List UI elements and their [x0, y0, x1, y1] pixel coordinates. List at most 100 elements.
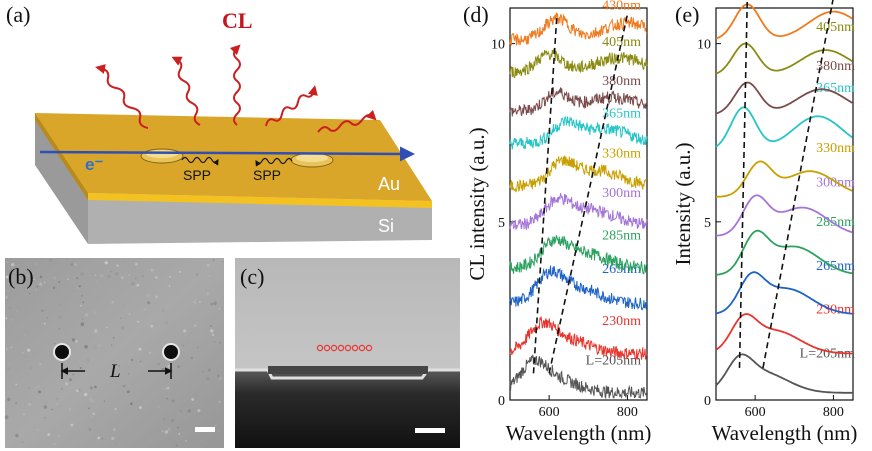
sem-speckle	[34, 426, 36, 428]
y-tick-label: 0	[704, 394, 711, 409]
hole-left-inner	[146, 150, 178, 158]
sem-speckle	[72, 374, 74, 376]
sem-speckle	[119, 317, 122, 319]
sem-substrate-c	[235, 370, 460, 448]
series-line	[715, 229, 853, 276]
sem-speckle	[80, 322, 85, 326]
sem-speckle	[93, 345, 97, 350]
cross-section-cavity	[268, 366, 428, 374]
sem-speckle	[169, 278, 171, 280]
series-label: L=205nm	[800, 346, 855, 361]
sem-speckle	[13, 273, 15, 276]
sem-speckle	[78, 284, 81, 288]
sem-speckle	[157, 402, 159, 404]
sem-speckle	[82, 301, 85, 304]
sem-speckle	[27, 345, 31, 349]
au-label: Au	[378, 174, 400, 194]
sem-speckle	[38, 390, 41, 394]
scale-bar-c	[415, 428, 445, 433]
sem-speckle	[157, 362, 161, 366]
sem-speckle	[190, 356, 193, 360]
x-axis-title: Wavelength (nm)	[712, 421, 858, 445]
series-label: 230nm	[602, 314, 641, 329]
sem-speckle	[79, 367, 82, 370]
sem-speckle	[95, 279, 100, 284]
sem-speckle	[107, 275, 111, 278]
sem-speckle	[110, 270, 112, 273]
sem-speckle	[59, 303, 62, 306]
sem-speckle	[166, 386, 170, 390]
sem-speckle	[76, 286, 80, 290]
sem-speckle	[182, 364, 186, 369]
y-tick-label: 5	[498, 216, 505, 231]
beam-position-dot	[365, 344, 373, 352]
sem-speckle	[206, 263, 210, 267]
sem-speckle	[111, 436, 115, 441]
sem-speckle	[122, 384, 126, 388]
sem-speckle	[54, 300, 58, 303]
panel-label-d: (d)	[463, 2, 489, 27]
sem-speckle	[58, 315, 62, 320]
sem-speckle	[84, 344, 88, 349]
sem-speckle	[89, 386, 93, 390]
series-line	[715, 42, 853, 75]
sem-speckle	[214, 424, 217, 427]
sem-speckle	[56, 402, 59, 406]
sem-speckle	[218, 308, 221, 310]
sem-speckle	[136, 283, 140, 287]
series-label: L=205nm	[586, 353, 641, 368]
sem-speckle	[120, 276, 124, 280]
series-label: 285nm	[816, 215, 855, 230]
panel-a: (a) CL e⁻ SPP SPP Au Si	[6, 2, 432, 244]
sem-speckle	[116, 264, 119, 267]
panel-label-b: (b)	[8, 264, 34, 289]
sem-speckle	[127, 373, 130, 375]
sem-speckle	[11, 262, 15, 267]
sem-speckle	[196, 346, 199, 349]
sem-speckle	[94, 385, 97, 389]
sem-speckle	[89, 398, 93, 402]
sem-speckle	[206, 292, 210, 296]
sem-speckle	[211, 333, 215, 337]
series-line	[715, 3, 853, 40]
sem-speckle	[35, 289, 37, 291]
sem-speckle	[213, 341, 216, 343]
spp-label-left: SPP	[183, 167, 211, 183]
sem-speckle	[170, 418, 175, 423]
sem-speckle	[147, 355, 150, 358]
sem-speckle	[115, 444, 118, 446]
series-line	[509, 155, 648, 193]
sem-speckle	[121, 385, 123, 387]
beam-position-dot	[358, 344, 366, 352]
sem-speckle	[192, 341, 195, 343]
sem-speckle	[5, 275, 9, 279]
sem-speckle	[38, 385, 41, 388]
sem-speckle	[80, 272, 84, 276]
sem-speckle	[44, 416, 47, 419]
sem-speckle	[91, 400, 95, 404]
sem-speckle	[121, 326, 125, 330]
sem-speckle	[156, 405, 161, 409]
series-label: 365nm	[816, 81, 855, 96]
si-label: Si	[378, 216, 394, 236]
au-top-face	[35, 113, 432, 201]
sem-speckle	[39, 275, 43, 279]
au-front-edge	[88, 193, 432, 208]
cl-emission-arrow-5	[317, 109, 377, 133]
sem-speckle	[210, 302, 214, 306]
sem-speckle	[141, 275, 144, 278]
sem-speckle	[79, 304, 82, 307]
y-tick-label: 5	[704, 216, 711, 231]
sem-speckle	[161, 308, 166, 313]
sem-speckle	[66, 257, 69, 261]
panel-label-a: (a)	[6, 2, 30, 27]
sem-speckle	[209, 329, 214, 333]
sem-speckle	[130, 358, 134, 362]
beam-position-dot	[344, 344, 352, 352]
sem-speckle	[43, 405, 47, 409]
sem-speckle	[39, 282, 43, 286]
sem-speckle	[21, 351, 24, 354]
plot-frame	[715, 7, 854, 401]
sem-speckle	[112, 427, 116, 431]
